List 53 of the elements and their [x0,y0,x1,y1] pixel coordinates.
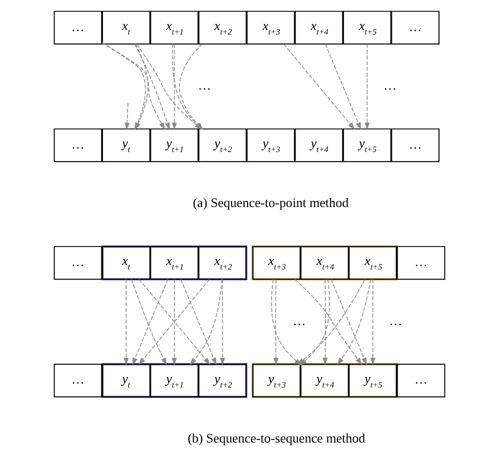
node-box: x$_{t+4}$ [300,246,348,280]
label: … [382,78,396,93]
arrow [272,279,278,366]
node-box: y$_{t+5}$ [342,128,391,162]
label: (a) Sequence-to-point method [192,195,348,210]
arrow [370,278,375,366]
node-box: y$_{t}$ [101,364,150,398]
node-box: … [390,10,439,44]
label: … [198,78,211,93]
arrow [364,44,370,130]
arrow [330,278,366,366]
arrow [189,279,222,365]
node-box: x$_{t+3}$ [246,10,294,44]
arrow [180,278,216,366]
arrow [282,44,354,130]
arrow [124,102,130,130]
node-box: … [53,128,102,162]
node-box: y$_{t+3}$ [252,364,300,398]
node-box: … [53,364,102,398]
arrow [171,44,176,130]
node-box: x$_{t+1}$ [150,246,198,280]
node-box: y$_{t+2}$ [198,128,246,162]
node-box: y$_{t+2}$ [198,364,246,398]
node-box: y$_{t+1}$ [150,364,198,398]
arrow [123,278,128,366]
node-box: y$_{t+1}$ [150,128,198,162]
node-box: y$_{t+3}$ [246,128,294,162]
node-box: x$_{t+2}$ [198,246,246,280]
arrow [336,278,371,365]
node-box: … [396,246,445,280]
node-box: x$_{t+5}$ [342,10,391,44]
label: … [292,312,306,328]
node-box: x$_{t+2}$ [198,10,246,44]
node-box: y$_{t+4}$ [300,364,348,398]
node-box: x$_{t}$ [101,10,150,44]
node-box: x$_{t+4}$ [294,10,343,44]
node-box: … [390,128,439,162]
node-box: x$_{t}$ [101,246,150,280]
node-box: … [396,364,445,398]
arrow [324,44,361,130]
label: … [388,312,402,328]
node-box: … [53,10,102,44]
label: (b) Sequence-to-sequence method [187,430,365,446]
node-box: x$_{t+1}$ [150,10,198,44]
node-box: … [53,246,102,280]
node-box: y$_{t+4}$ [294,128,343,162]
arrow [322,279,328,366]
node-box: x$_{t+5}$ [348,246,397,280]
arrow [171,278,176,366]
node-box: y$_{t}$ [101,128,150,162]
node-box: y$_{t+5}$ [348,364,397,398]
arrow [219,278,225,366]
node-box: x$_{t+3}$ [252,246,300,280]
